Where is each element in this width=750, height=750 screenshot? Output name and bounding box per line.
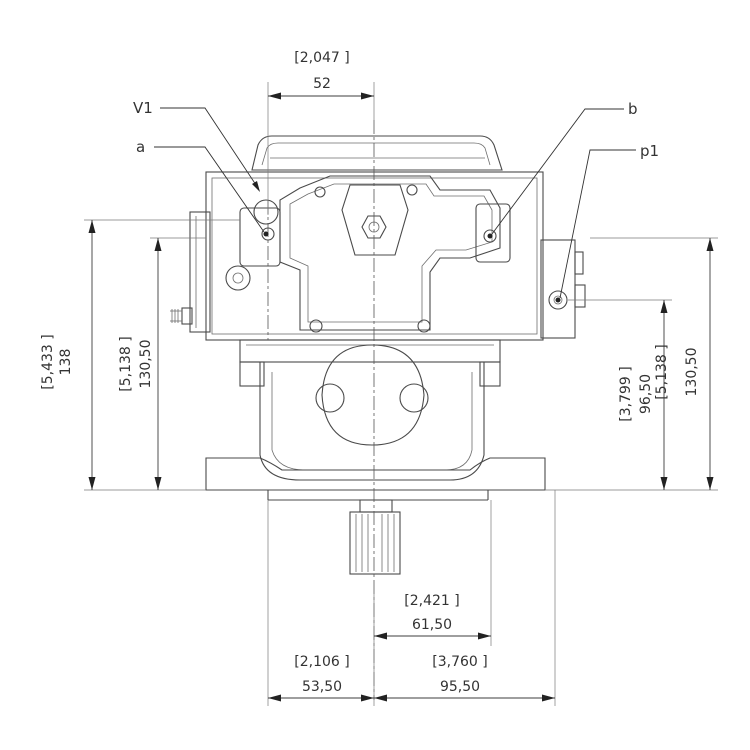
dim-top-width-mm: 52 (313, 76, 331, 92)
label-v1: V1 (133, 99, 260, 192)
dim-left-total (88, 220, 96, 490)
pump-boss (315, 344, 429, 446)
dim-bottom-left-inch: [2,106 ] (294, 654, 349, 670)
dim-bottom-right-mm: 95,50 (440, 679, 480, 695)
extension-lines (84, 82, 718, 706)
bolt (314, 186, 326, 198)
dim-top-width-inch: [2,047 ] (294, 50, 349, 66)
dim-left-mount-mm: 130,50 (138, 340, 154, 389)
svg-text:b: b (628, 100, 638, 118)
dim-left-total-mm: 138 (58, 349, 74, 376)
bolt (309, 319, 323, 333)
bolt (417, 319, 431, 333)
dim-left-mount-inch: [5,138 ] (118, 336, 134, 391)
svg-text:a: a (136, 138, 145, 156)
dim-left-total-inch: [5,433 ] (40, 334, 56, 389)
pump-body (170, 135, 586, 575)
dim-right-port-mm: 96,50 (638, 374, 654, 414)
mounting-flange (205, 457, 546, 491)
dim-left-mount (154, 238, 162, 490)
label-p1: p1 (555, 142, 659, 303)
dim-right-port (660, 300, 668, 490)
svg-text:V1: V1 (133, 99, 153, 117)
dim-bottom-port (374, 632, 491, 640)
control-plate (279, 175, 501, 331)
dim-right-mount (706, 238, 714, 490)
right-port-block (540, 239, 576, 339)
center-plug (341, 184, 409, 256)
label-b: b (487, 100, 638, 239)
dim-bottom-left-mm: 53,50 (302, 679, 342, 695)
right-valve (475, 203, 511, 263)
dim-bottom-right-inch: [3,760 ] (432, 654, 487, 670)
pump-housing (259, 362, 485, 481)
left-port-block (189, 211, 211, 333)
valve-housing (205, 171, 544, 341)
bolt (406, 184, 418, 196)
pump-neck (239, 339, 501, 363)
dim-right-port-inch: [3,799 ] (618, 366, 634, 421)
svg-text:p1: p1 (640, 142, 659, 160)
top-cover (251, 135, 503, 171)
dim-bottom-port-mm: 61,50 (412, 617, 452, 633)
dim-bottom-left (268, 694, 374, 702)
dim-top-width (268, 92, 374, 100)
dim-right-mount-mm: 130,50 (684, 348, 700, 397)
dim-bottom-port-inch: [2,421 ] (404, 593, 459, 609)
left-valve (225, 199, 281, 291)
drive-shaft (349, 499, 401, 575)
label-a: a (136, 138, 269, 237)
dim-right-mount-inch: [5,138 ] (654, 344, 670, 399)
left-fitting (170, 307, 193, 325)
dim-bottom-right (374, 694, 555, 702)
